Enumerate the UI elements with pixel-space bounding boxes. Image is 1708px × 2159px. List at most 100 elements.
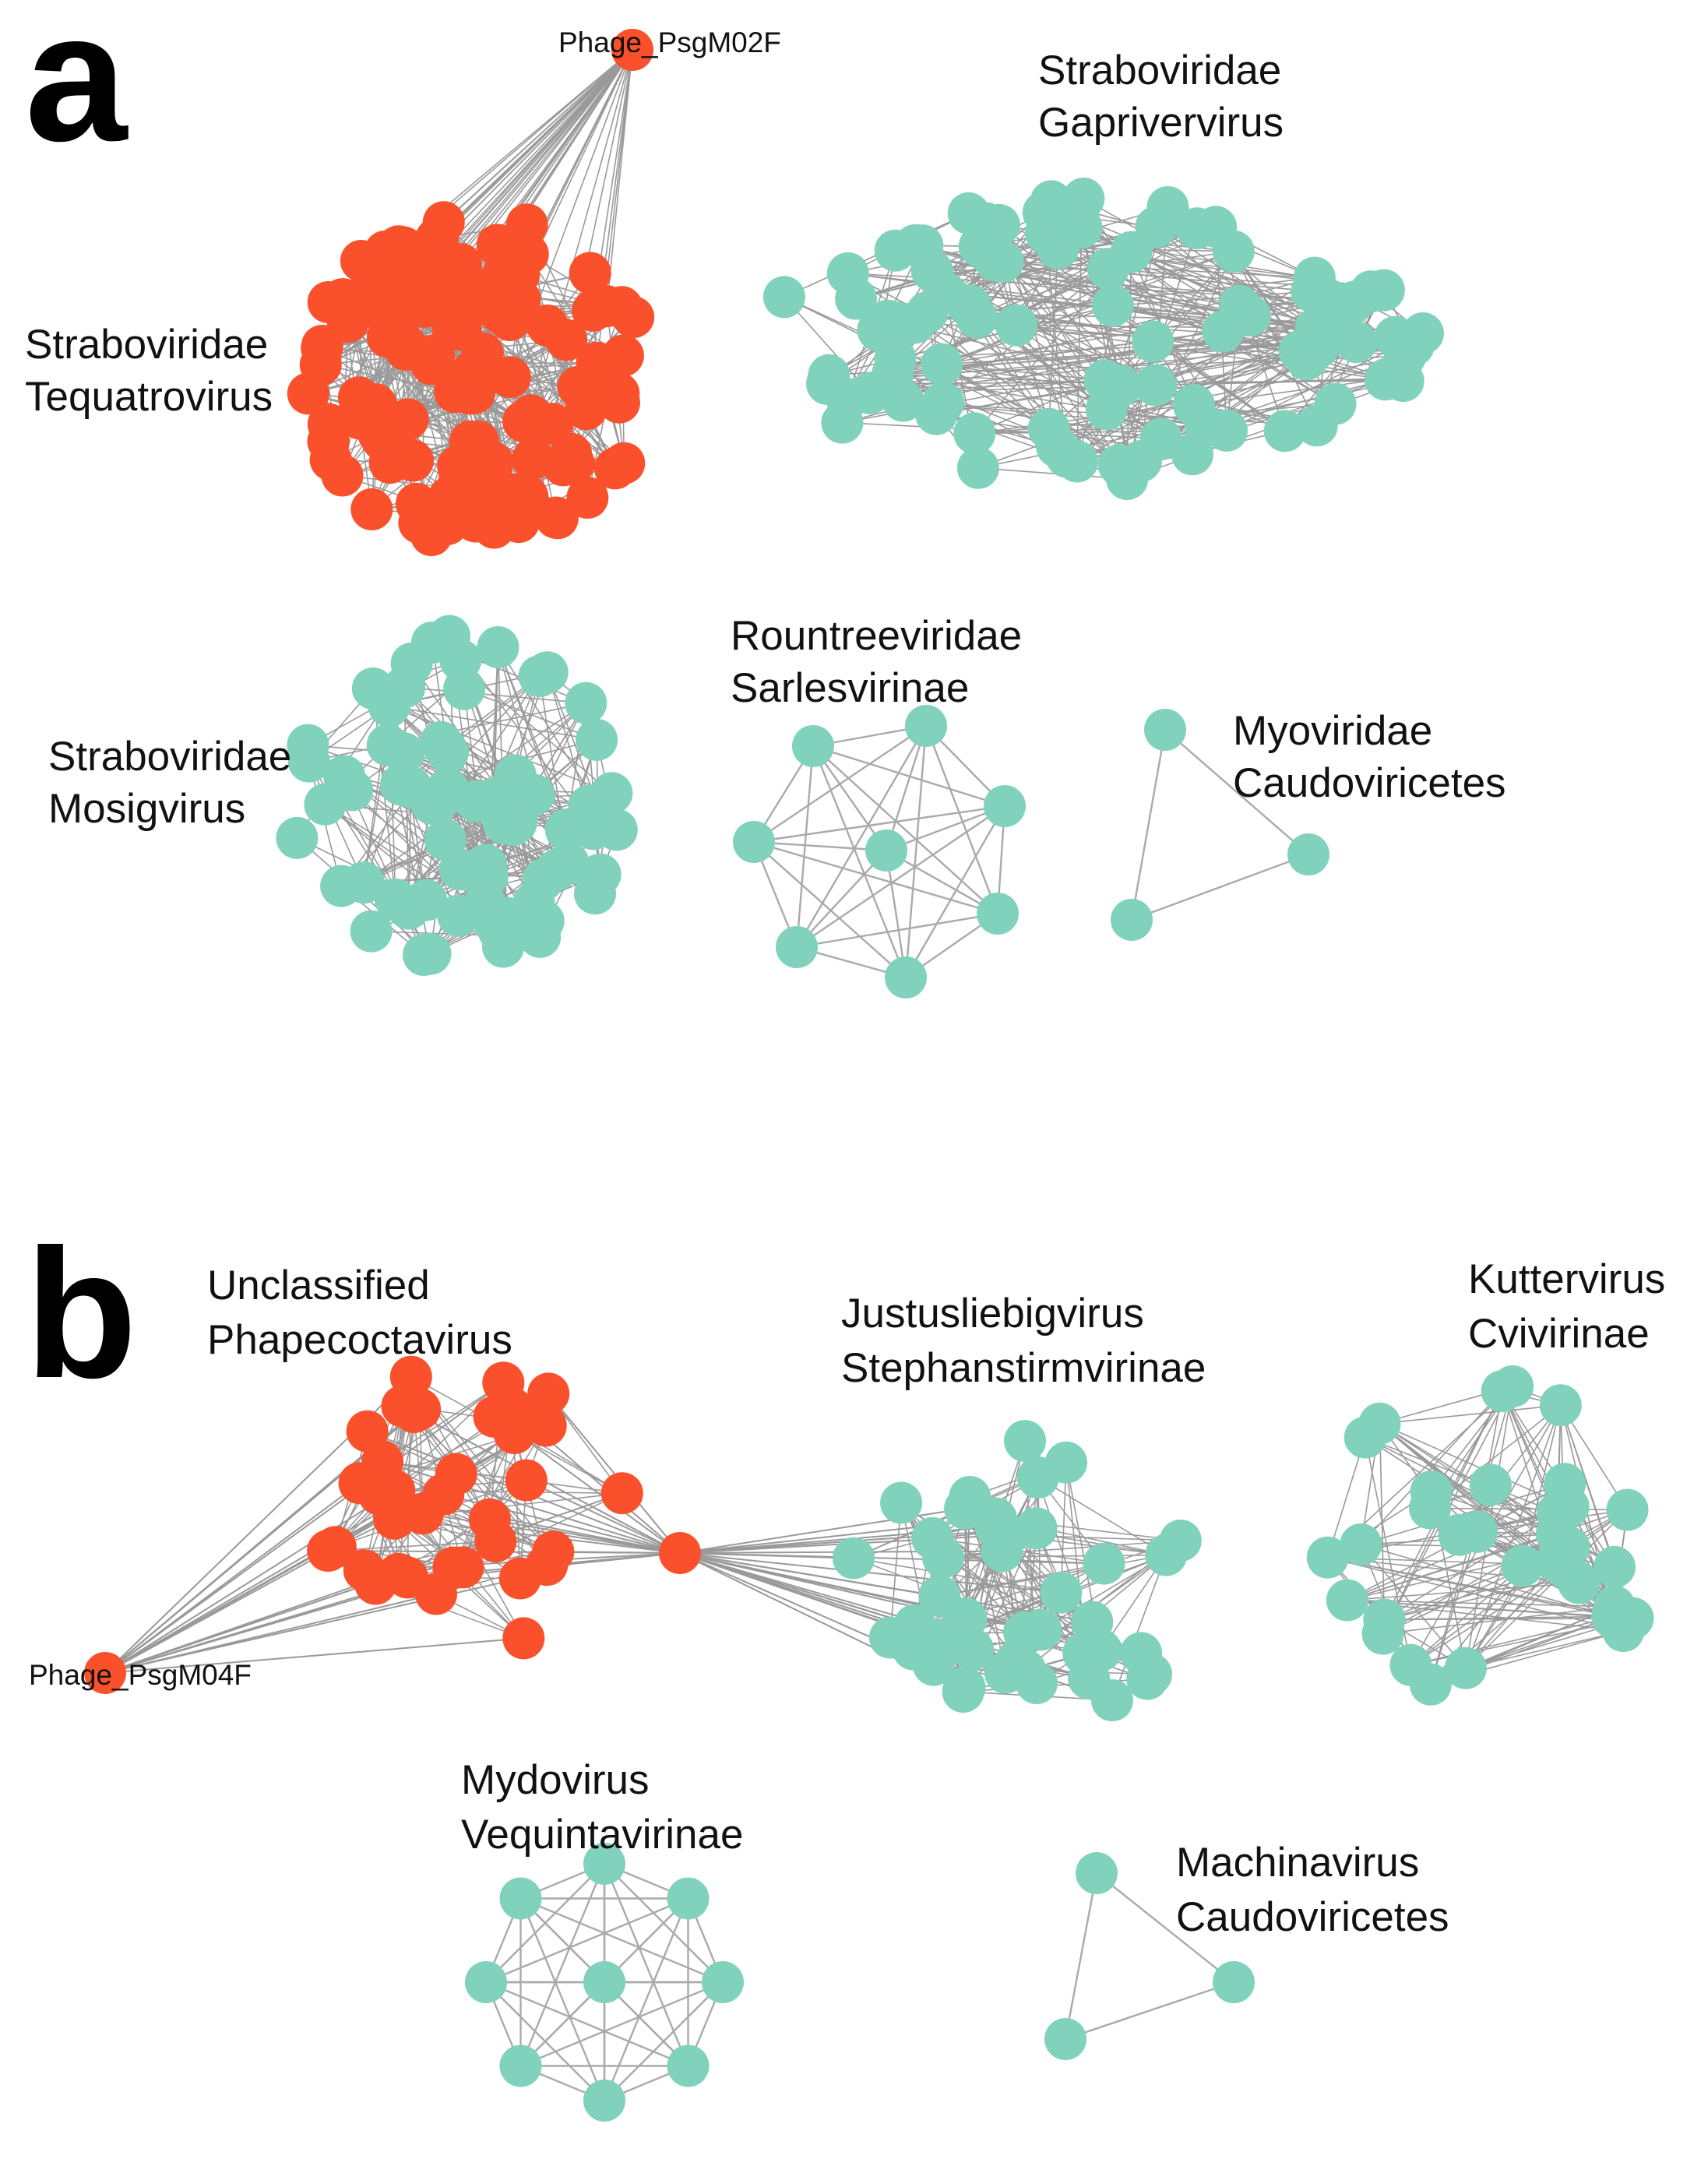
network-edge (812, 745, 907, 978)
network-node-tequatrovirus (345, 285, 387, 328)
network-node-justusliebigvirus (974, 1497, 1017, 1540)
network-node-gaprivervirus (1110, 231, 1153, 273)
network-node-tequatrovirus (392, 439, 434, 482)
cluster-label-sarlesvirinae: Rountreeviridae Sarlesvirinae (731, 613, 1034, 711)
network-node-myoviridae (1287, 833, 1329, 875)
network-edge (796, 805, 1005, 948)
network-node-mosigvirus (423, 725, 466, 768)
network-node-machinavirus (1076, 1852, 1118, 1894)
network-edge (526, 1479, 681, 1554)
network-edge (603, 1863, 689, 2066)
network-node-gaprivervirus (956, 446, 999, 489)
network-node-gaprivervirus (857, 308, 900, 351)
network-node-mosigvirus (383, 666, 426, 709)
network-edge (1365, 1436, 1558, 1514)
network-node-gaprivervirus (1091, 284, 1134, 327)
network-node-mosigvirus (463, 881, 506, 924)
network-node-justusliebigvirus (1091, 1679, 1133, 1722)
network-node-phapecoctavirus (422, 1473, 465, 1516)
panel-b-nodes (84, 1355, 1654, 2122)
network-edge (1379, 1423, 1569, 1508)
network-node-phapecoctavirus (373, 1469, 416, 1512)
network-node-gaprivervirus (1171, 433, 1213, 476)
network-edge (1130, 729, 1167, 921)
network-node-tequatrovirus (526, 305, 569, 347)
network-node-gaprivervirus (1146, 186, 1189, 228)
network-node-sarlesvirinae (905, 705, 947, 747)
network-node-kuttervirus (1606, 1488, 1649, 1531)
network-node-mosigvirus (389, 766, 432, 808)
network-node-kuttervirus (1548, 1526, 1590, 1569)
network-edge (104, 1489, 395, 1674)
network-edge (485, 1981, 688, 2067)
phage-label-psgm04f: Phage_PsgM04F (29, 1659, 252, 1691)
network-node-kuttervirus (1611, 1597, 1654, 1640)
cluster-label-kuttervirus: Kuttervirus Cvivirinae (1468, 1256, 1677, 1357)
panel-a-nodes (276, 29, 1444, 998)
network-node-gaprivervirus (949, 284, 992, 327)
network-node-phapecoctavirus (502, 1617, 545, 1660)
network-node-kuttervirus (1344, 1416, 1386, 1459)
network-node-tequatrovirus (299, 343, 342, 386)
network-node-mosigvirus (409, 932, 452, 975)
network-node-mosigvirus (519, 915, 562, 958)
network-node-kuttervirus (1547, 1485, 1590, 1528)
network-edge (886, 805, 1005, 852)
network-edge (753, 841, 907, 978)
network-node-mosigvirus (518, 655, 561, 698)
network-edge (382, 1382, 504, 1463)
network-edge (1465, 1404, 1562, 1669)
network-edge (548, 1393, 681, 1554)
network-node-phapecoctavirus (354, 1562, 397, 1605)
network-edge (885, 850, 907, 978)
network-node-gaprivervirus (1172, 383, 1215, 426)
network-node-tequatrovirus (364, 411, 407, 454)
network-node-sarlesvirinae (984, 785, 1026, 827)
network-edge (1064, 1872, 1098, 2040)
network-node-gaprivervirus (1132, 320, 1174, 363)
network-edge (389, 705, 597, 741)
network-node-kuttervirus (1409, 1663, 1452, 1706)
network-node-phapecoctavirus (482, 1361, 525, 1404)
cluster-label-machinavirus: Machinavirus Caudoviricetes (1176, 1840, 1449, 1940)
network-node-justusliebigvirus (981, 1530, 1023, 1573)
network-node-tequatrovirus (483, 251, 526, 294)
network-edge (519, 1898, 606, 2101)
network-node-tequatrovirus (422, 201, 465, 244)
network-node-justusliebigvirus (1015, 1507, 1058, 1550)
network-node-gaprivervirus (826, 378, 868, 421)
network-node-justusliebigvirus (1040, 1571, 1083, 1614)
network-node-phapecoctavirus (498, 1557, 541, 1600)
network-node-gaprivervirus (1293, 256, 1336, 299)
network-edge (1379, 1404, 1561, 1425)
network-node-justusliebigvirus (921, 1536, 964, 1579)
network-node-justusliebigvirus (880, 1481, 923, 1524)
network-node-gaprivervirus (826, 252, 869, 294)
network-node-justusliebigvirus (942, 1671, 984, 1713)
network-edge (1037, 1477, 1167, 1556)
network-node-mosigvirus (366, 724, 409, 766)
network-node-sarlesvirinae (885, 956, 927, 998)
network-node-gaprivervirus (1263, 410, 1306, 453)
network-edge (941, 363, 1105, 382)
network-node-justusliebigvirus (1062, 1632, 1105, 1675)
network-node-justusliebigvirus (952, 1628, 995, 1671)
network-node-mosigvirus (472, 783, 515, 826)
network-node-kuttervirus (1539, 1384, 1582, 1427)
network-node-justusliebigvirus (1071, 1601, 1114, 1643)
network-node-tequatrovirus (542, 444, 585, 487)
network-node-phage-psgm04f (84, 1652, 126, 1694)
network-node-gaprivervirus (1206, 409, 1248, 452)
network-node-kuttervirus (1594, 1545, 1636, 1588)
cluster-label-mydovirus: Mydovirus Vequintavirinae (461, 1757, 743, 1858)
network-node-gaprivervirus (1364, 358, 1407, 401)
network-edge (520, 1981, 724, 2067)
network-edge (1048, 248, 1058, 429)
network-node-gaprivervirus (762, 276, 805, 319)
network-edge (530, 49, 633, 416)
network-node-mydovirus (499, 1877, 542, 1920)
network-node-mosigvirus (574, 872, 616, 915)
network-edge (546, 671, 599, 805)
network-edge (753, 840, 998, 915)
